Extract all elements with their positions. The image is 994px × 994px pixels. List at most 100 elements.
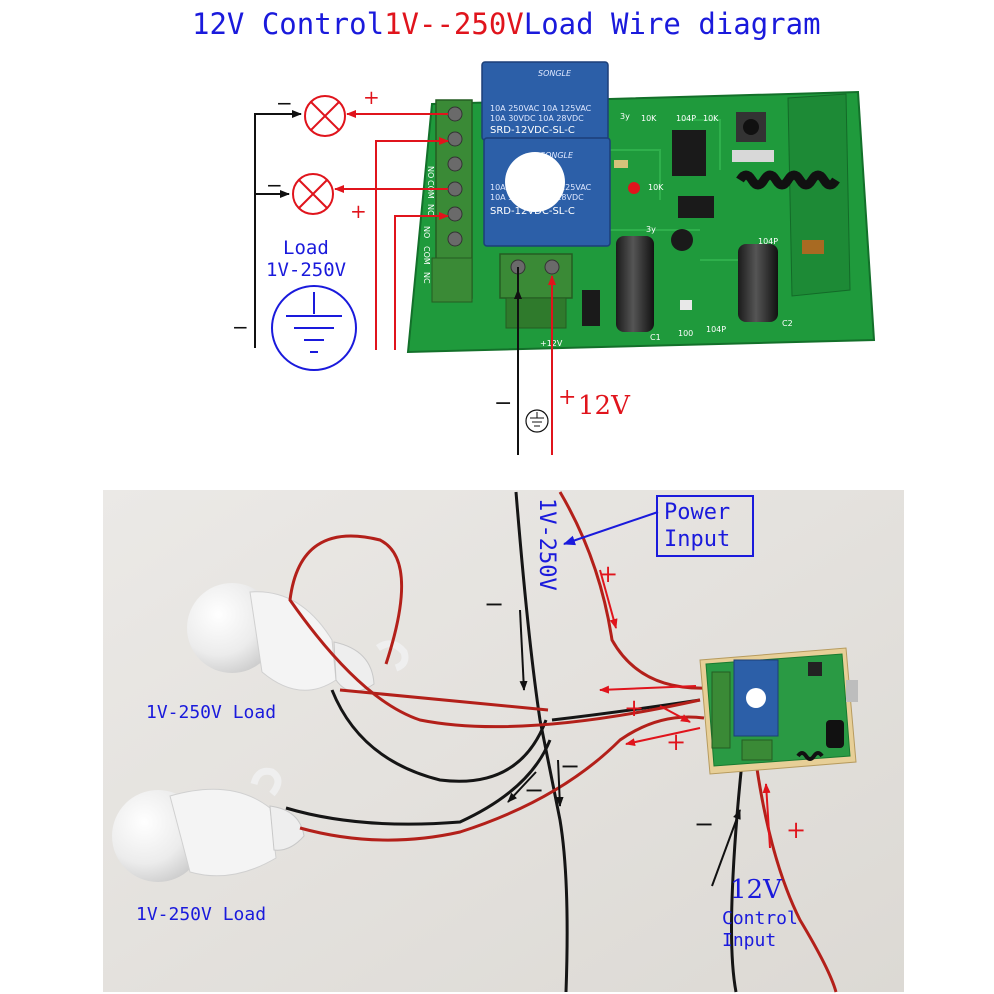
control-input-line1: Control [722,908,798,929]
photo-arrows [507,511,771,887]
photo-minus-load2: − [524,776,544,804]
photo-wire-black-control [730,761,744,993]
capacitor-c1 [616,236,654,332]
relay-1-rating-1: 10A 250VAC 10A 125VAC [490,104,592,113]
arrow-load2-plus [625,727,701,747]
mark-c2: C2 [782,319,793,328]
mark-10k-1: 10K [641,114,657,123]
resistor-1 [614,160,628,168]
resistor-2 [680,300,692,310]
photo-plus-load2: + [666,728,686,756]
power-screw-plus [544,259,560,275]
relay-1-model: SRD-12VDC-SL-C [490,125,575,136]
diode [582,290,600,326]
terminal-screw-2 [447,131,463,147]
mark-10k-3: 10K [648,183,664,192]
arrow-control-minus [711,809,741,887]
power-input-line2: Input [664,527,730,552]
photo-module-sticker [746,688,766,708]
bottom-wiring-photo: Power Input 1V-250V 1V-250V Load 1V-250V… [103,490,904,993]
arrow-power-minus [519,609,528,691]
relay-board: SONGLE 10A 250VAC 10A 125VAC 10A 30VDC 1… [406,61,876,354]
lamp-2-plus: + [350,199,367,223]
photo-wire-black-main [514,491,569,993]
photo-signs: + + + + − − − − [484,560,806,844]
mark-c1: C1 [650,333,661,342]
positive-wiring [334,110,556,455]
power-12v-label: 12V [578,391,631,421]
lamp-2 [292,173,334,215]
terminal-screw-3 [447,156,463,172]
pos-feed-2 [394,212,449,350]
ground-symbol-small [525,409,549,433]
control-input-line2: Input [722,930,776,951]
photo-module-terminals [711,671,731,749]
photo-module-capacitor [826,720,844,748]
bulb-1 [187,583,409,692]
photo-plus-control: + [786,816,806,844]
neg-wire-lamp-1 [254,110,302,348]
relay-1-rating-2: 10A 30VDC 10A 28VDC [490,114,584,123]
load-label-line1: Load [283,237,329,259]
mark-104p-2: 104P [758,237,778,246]
diagram-signs: − + − + − [232,85,380,339]
bulb-1-hook [375,640,409,672]
power-terminal-pins [505,297,567,329]
led-red [628,182,640,194]
photo-load-label-2: 1V-250V Load [136,904,266,925]
photo-wire-red-main [558,491,707,690]
jumper-header [678,196,714,218]
lamp-1-plus: + [363,85,380,109]
ground-minus: − [232,315,249,339]
power-minus-label: − [494,391,512,416]
photo-wire-red-bulb2 [299,715,705,842]
arrow-load2-minus [555,759,564,807]
photo-load-label-1: 1V-250V Load [146,702,276,723]
photo-module-button [808,662,822,676]
pcb-traces [610,119,770,261]
photo-minus-power: − [484,590,504,618]
diagram-title: 12V Control1V--250VLoad Wire diagram [192,7,821,41]
arrow-relay-plus [659,705,691,723]
terminal-screw-6 [447,231,463,247]
terminal-label-4: NO [422,226,431,238]
power-input-box [656,495,754,557]
arrow-power-plus [599,569,618,629]
power-terminal-block [499,253,573,329]
capacitor-c2 [738,244,778,322]
photo-plus-power: + [598,560,618,588]
power-input-line1: Power [664,500,730,525]
terminal-screw-5 [447,206,463,222]
terminal-label-3: NC [426,204,435,216]
relay-2: SONGLE 10A 250VAC 10A 125VAC 10A 30VDC 1… [483,137,611,247]
lamp-1 [304,95,346,137]
photo-minus-load1: − [560,752,580,780]
terminal-block-base [431,257,473,303]
negative-wiring [254,110,522,455]
arrow-control-plus [762,783,771,849]
photo-wire-black-bulb1 [330,689,548,783]
top-wiring-diagram: 12V Control1V--250VLoad Wire diagram SON… [192,7,876,455]
title-part-control: 12V Control [192,7,384,41]
arrow-power-input [563,511,659,546]
transistor [671,229,693,251]
mark-10k-2: 10K [703,114,719,123]
terminal-screw-1 [447,106,463,122]
arrow-load-minus [507,771,537,803]
mark-104p-1: 104P [676,114,696,123]
bulb-1-socket [333,641,375,692]
photo-module-antenna [796,751,824,761]
rf-module-board [787,93,851,297]
photo-plus-load1: + [624,694,644,722]
power-voltage-vertical: 1V-250V [534,498,559,591]
load-label-line2: 1V-250V [266,259,346,281]
lamp-2-minus: − [266,173,283,197]
output-terminal-block [431,99,473,303]
smd-part [732,150,774,162]
pos-feed-1 [375,137,449,350]
photo-relay-module [699,647,858,775]
photo-wire-red-control [754,761,838,993]
terminal-screw-4 [447,181,463,197]
push-button-cap [743,119,759,135]
